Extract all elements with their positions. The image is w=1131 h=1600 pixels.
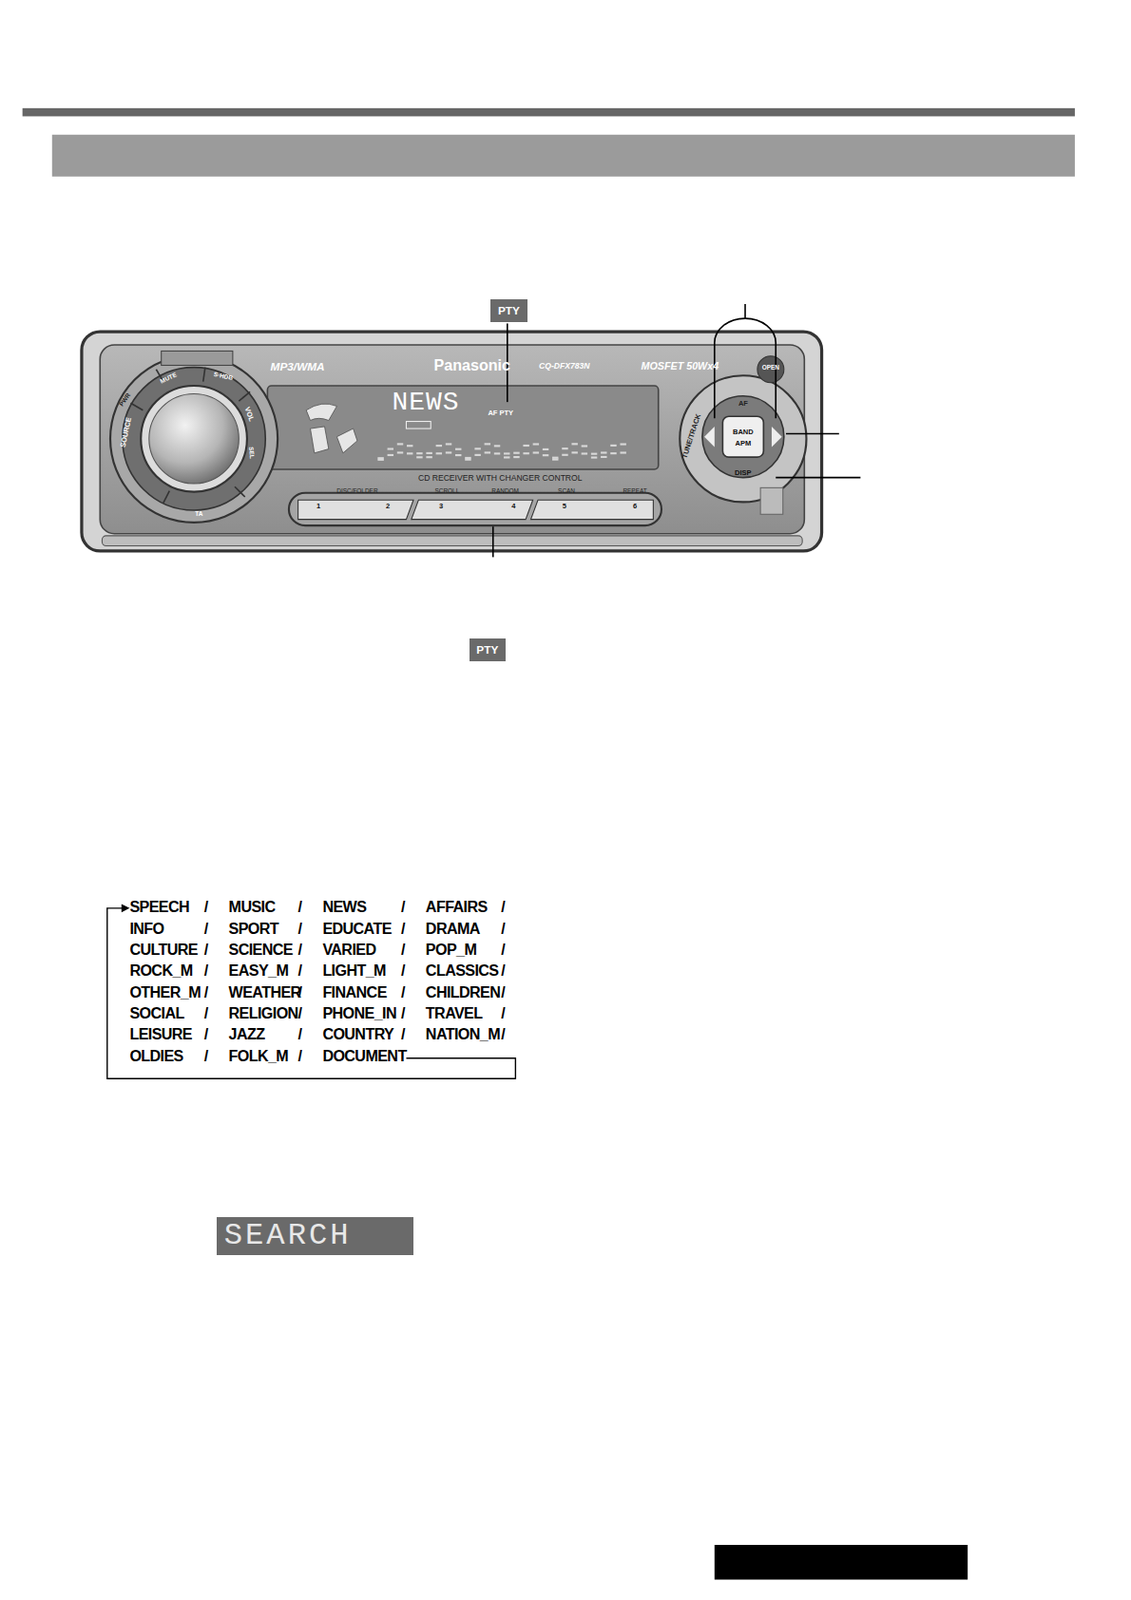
programme-type: INFO	[129, 920, 164, 939]
programme-type: CHILDREN	[425, 984, 500, 1002]
indicator-badge: PTY	[490, 299, 529, 324]
indicator-badge: PTY	[469, 638, 506, 662]
programme-type: PHONE_IN	[322, 1005, 397, 1023]
list-separator: /	[298, 1026, 303, 1044]
display-indicator: AF PTY	[487, 409, 514, 418]
programme-type: DRAMA	[425, 920, 480, 939]
programme-type: CULTURE	[129, 941, 198, 959]
brand-name: Panasonic	[433, 357, 511, 375]
list-separator: /	[500, 962, 505, 980]
programme-type: EDUCATE	[322, 920, 391, 939]
programme-type: POP_M	[425, 941, 477, 959]
programme-type: OLDIES	[129, 1048, 183, 1066]
programme-type: SCIENCE	[229, 941, 293, 959]
list-separator: /	[298, 984, 303, 1002]
programme-type: FOLK_M	[229, 1048, 289, 1066]
programme-type: COUNTRY	[322, 1026, 394, 1044]
list-separator: /	[298, 920, 303, 939]
car-stereo-illustration	[81, 304, 861, 557]
button-label: APM	[735, 440, 752, 448]
list-separator: /	[298, 899, 303, 917]
list-separator: /	[298, 962, 303, 980]
list-separator: /	[401, 1026, 405, 1044]
model-tag: MP3/WMA	[270, 361, 326, 374]
knob-label: SEL	[248, 446, 256, 460]
programme-type: WEATHER	[229, 984, 302, 1002]
button-label: OPEN	[762, 364, 780, 371]
button-function: RANDOM	[491, 487, 519, 495]
badge-text: PTY	[476, 644, 499, 657]
programme-type: JAZZ	[229, 1026, 266, 1044]
programme-type: DOCUMENT	[322, 1048, 406, 1066]
list-separator: /	[401, 962, 405, 980]
badge-text: PTY	[498, 305, 520, 318]
list-separator: /	[204, 984, 209, 1002]
list-separator: /	[401, 941, 405, 959]
list-separator: /	[401, 1005, 405, 1023]
programme-type: VARIED	[322, 941, 376, 959]
button-function: SCAN	[557, 487, 576, 495]
programme-type: NEWS	[322, 899, 366, 917]
preset-number: 3	[439, 502, 443, 511]
list-separator: /	[401, 920, 405, 939]
list-separator: /	[298, 1005, 303, 1023]
knob-label: TA	[194, 510, 203, 518]
list-separator: /	[500, 1026, 505, 1044]
list-separator: /	[204, 1005, 209, 1023]
readout-text: SEARCH	[224, 1219, 352, 1253]
model-number: CQ-DFX783N	[538, 362, 590, 371]
button-label: DISP	[734, 469, 752, 478]
list-separator: /	[500, 984, 505, 1002]
list-separator: /	[204, 1026, 209, 1044]
header-band	[52, 134, 1075, 177]
header-rule	[22, 108, 1075, 117]
list-separator: /	[401, 899, 405, 917]
button-function: DISC/FOLDER	[336, 487, 378, 495]
button-label: BAND	[732, 428, 754, 437]
button-label: AF	[738, 400, 748, 408]
list-separator: /	[500, 941, 505, 959]
programme-type: ROCK_M	[129, 962, 192, 980]
button-function: REPEAT	[622, 487, 647, 495]
programme-type: EASY_M	[229, 962, 289, 980]
preset-number: 2	[385, 502, 390, 511]
list-separator: /	[500, 899, 505, 917]
preset-number: 1	[316, 502, 321, 511]
footer-block	[714, 1545, 968, 1581]
programme-type: OTHER_M	[129, 984, 201, 1002]
amp-rating: MOSFET 50Wx4	[640, 361, 719, 373]
programme-type: SPEECH	[129, 899, 190, 917]
programme-type: RELIGION	[229, 1005, 299, 1023]
programme-type: SPORT	[229, 920, 280, 939]
panel-caption: CD RECEIVER WITH CHANGER CONTROL	[418, 474, 583, 483]
programme-type: TRAVEL	[425, 1005, 483, 1023]
list-separator: /	[401, 984, 405, 1002]
list-separator: /	[204, 1048, 209, 1066]
list-separator: /	[204, 899, 209, 917]
programme-type: CLASSICS	[425, 962, 499, 980]
list-separator: /	[298, 941, 303, 959]
list-separator: /	[500, 1005, 505, 1023]
list-separator: /	[204, 941, 209, 959]
programme-type: FINANCE	[322, 984, 386, 1002]
list-separator: /	[204, 962, 209, 980]
display-readout: SEARCH	[216, 1217, 414, 1256]
button-function: SCROLL	[435, 487, 461, 495]
preset-number: 4	[511, 502, 516, 511]
programme-type: SOCIAL	[129, 1005, 184, 1023]
preset-number: 5	[562, 502, 567, 511]
list-separator: /	[500, 920, 505, 939]
cycle-arrowhead	[121, 904, 131, 914]
preset-number: 6	[632, 502, 637, 511]
programme-type: AFFAIRS	[425, 899, 488, 917]
programme-type: NATION_M	[425, 1026, 500, 1044]
list-separator: /	[204, 920, 209, 939]
programme-type: MUSIC	[229, 899, 276, 917]
programme-type: LIGHT_M	[322, 962, 386, 980]
display-text: NEWS	[391, 388, 460, 419]
list-separator: /	[298, 1048, 303, 1066]
programme-type: LEISURE	[129, 1026, 192, 1044]
cycle-bracket	[107, 908, 517, 1079]
